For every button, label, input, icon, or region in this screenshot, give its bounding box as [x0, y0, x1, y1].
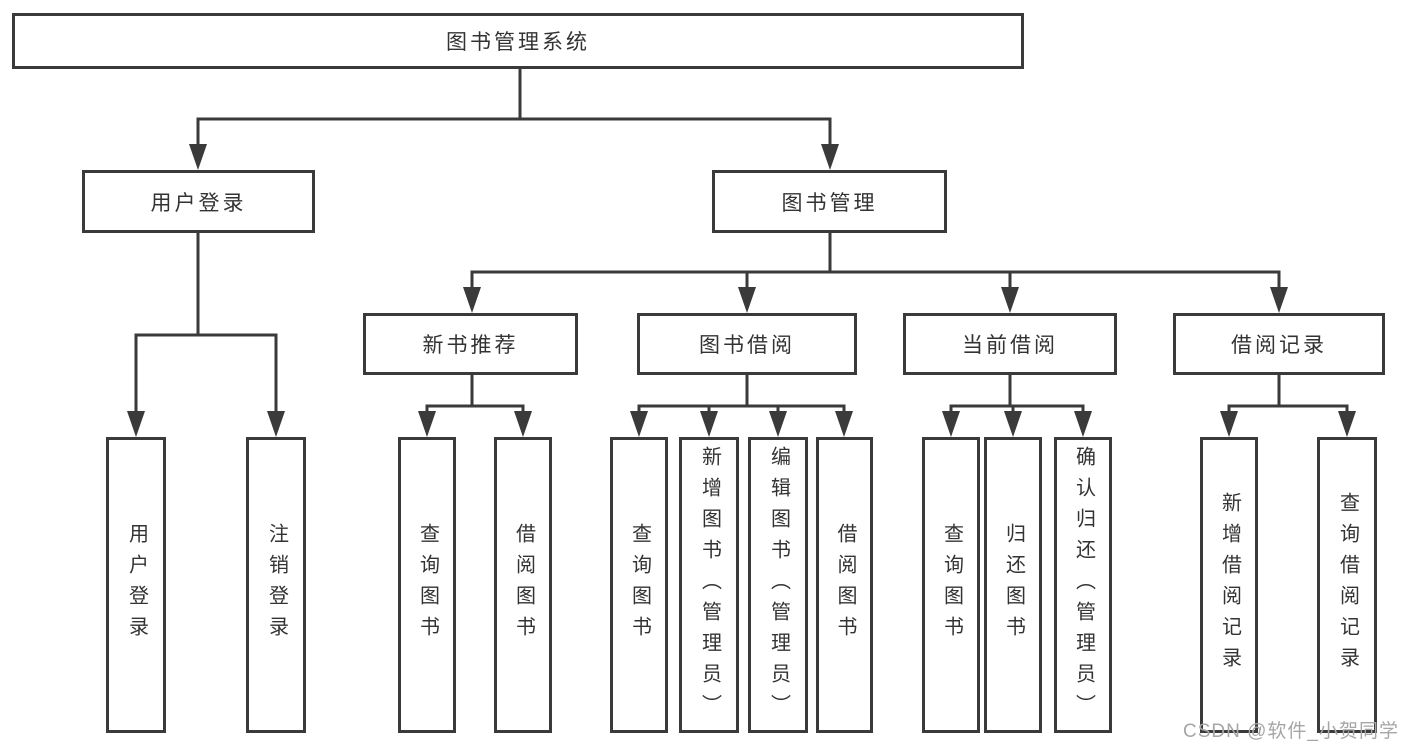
node-book-management: 图书管理: [712, 170, 947, 233]
node-logout: 注销登录: [246, 437, 306, 733]
node-library-management-system: 图书管理系统: [12, 13, 1024, 69]
node-query-borrow-record: 查询借阅记录: [1317, 437, 1377, 733]
node-new-book-recommendation: 新书推荐: [363, 313, 578, 375]
node-add-borrow-record: 新增借阅记录: [1200, 437, 1258, 733]
node-return-books: 归还图书: [984, 437, 1042, 733]
node-user-login-leaf: 用户登录: [106, 437, 166, 733]
watermark: CSDN @软件_小贺同学: [1183, 721, 1399, 742]
node-current-borrowing: 当前借阅: [903, 313, 1117, 375]
node-query-books-recommend: 查询图书: [398, 437, 456, 733]
node-confirm-return-admin: 确认归还（管理员）: [1054, 437, 1112, 733]
node-add-book-admin: 新增图书（管理员）: [679, 437, 739, 733]
node-user-login: 用户登录: [82, 170, 315, 233]
node-borrow-books-recommend: 借阅图书: [494, 437, 552, 733]
node-borrowing-records: 借阅记录: [1173, 313, 1385, 375]
node-book-borrowing: 图书借阅: [637, 313, 857, 375]
node-query-books-borrow: 查询图书: [610, 437, 668, 733]
node-edit-book-admin: 编辑图书（管理员）: [748, 437, 808, 733]
node-query-books-current: 查询图书: [922, 437, 980, 733]
node-borrow-books: 借阅图书: [816, 437, 873, 733]
